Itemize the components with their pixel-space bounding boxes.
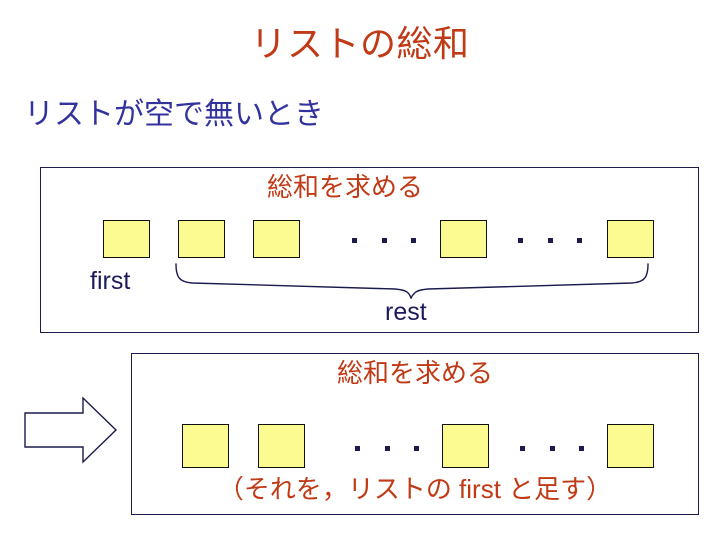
first-label: first: [90, 267, 131, 295]
ellipsis-dots: [352, 237, 416, 243]
dot: [411, 237, 416, 243]
dot: [547, 237, 553, 243]
dot: [352, 237, 357, 243]
dot: [518, 237, 523, 243]
list-cell: [440, 220, 487, 258]
list-cell: [253, 220, 300, 258]
page-title: リストの総和: [250, 23, 470, 64]
dot: [549, 445, 555, 451]
slide-subtitle: リストが空で無いとき: [24, 98, 324, 131]
ellipsis-dots: [518, 237, 582, 243]
list-cell: [258, 424, 305, 468]
dot: [355, 445, 360, 451]
dot: [577, 237, 582, 243]
panel-bottom-heading: 総和を求める: [336, 358, 493, 388]
list-cell: [103, 220, 150, 258]
dot: [520, 445, 525, 451]
list-cell: [607, 220, 654, 258]
list-cell: [178, 220, 225, 258]
list-cell: [182, 424, 229, 468]
ellipsis-dots: [355, 445, 419, 451]
list-cell: [607, 424, 654, 468]
dot: [414, 445, 419, 451]
dot: [381, 237, 387, 243]
right-block-arrow-icon: [24, 396, 118, 464]
ellipsis-dots: [520, 445, 584, 451]
dot: [579, 445, 584, 451]
rest-label: rest: [385, 298, 427, 326]
panel-top-heading: 総和を求める: [266, 172, 423, 202]
result-caption: （それを，リストの first と足す）: [217, 474, 613, 504]
dot: [384, 445, 390, 451]
list-cell: [442, 424, 489, 468]
